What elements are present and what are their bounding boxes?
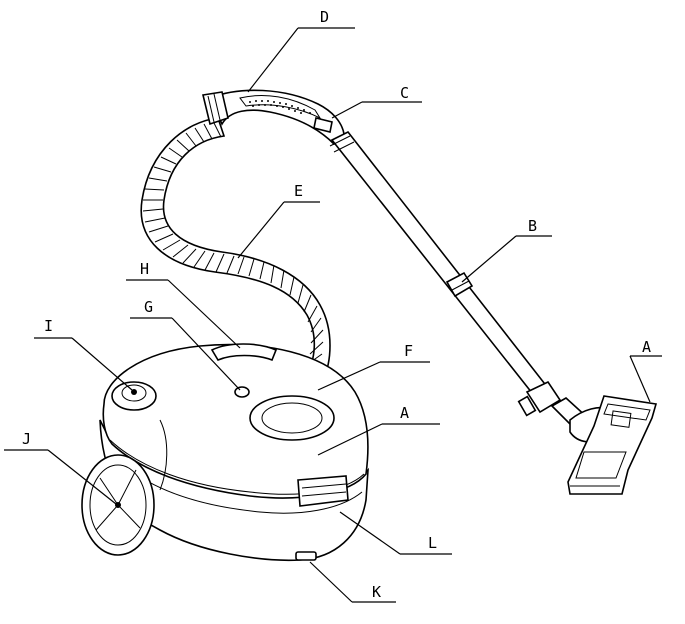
callout-A-body: A <box>317 404 440 456</box>
callout-G: G <box>130 298 241 391</box>
label-A-nozzle: A <box>642 338 651 356</box>
main-body <box>81 343 369 562</box>
label-K: K <box>372 583 381 601</box>
callout-A-nozzle: A <box>629 338 662 403</box>
callout-L: L <box>339 511 452 555</box>
callout-E: E <box>237 182 320 259</box>
callout-K: K <box>309 561 396 603</box>
label-A-body: A <box>400 404 409 422</box>
callout-D: D <box>247 8 355 93</box>
label-G: G <box>144 298 153 316</box>
label-E: E <box>294 182 303 200</box>
label-J: J <box>22 430 31 448</box>
label-L: L <box>428 534 437 552</box>
label-C: C <box>400 84 409 102</box>
callout-C: C <box>331 84 422 119</box>
callout-I: I <box>34 317 133 391</box>
extension-tube <box>329 130 562 417</box>
label-I: I <box>44 317 53 335</box>
label-D: D <box>320 8 329 26</box>
label-H: H <box>140 260 149 278</box>
callout-J: J <box>4 430 117 505</box>
callout-B: B <box>461 217 552 283</box>
label-F: F <box>404 342 413 360</box>
label-B: B <box>528 217 537 235</box>
callout-H: H <box>126 260 241 349</box>
floor-nozzle <box>550 395 658 495</box>
callout-F: F <box>317 342 430 391</box>
